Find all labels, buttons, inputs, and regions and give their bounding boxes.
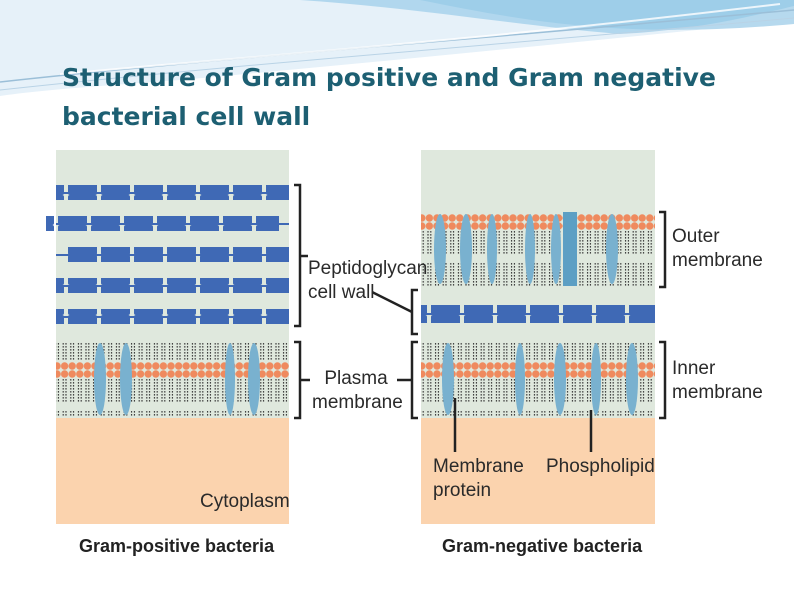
gram-negative-panel — [421, 150, 655, 524]
slide-title: Structure of Gram positive and Gram nega… — [62, 63, 716, 131]
peptidoglycan-leader-gn — [371, 290, 413, 314]
gn-outer-membrane — [421, 212, 655, 286]
label-plasma-membrane: Plasma membrane — [312, 368, 403, 413]
gn-inner-membrane — [421, 342, 655, 416]
label-brackets — [294, 183, 667, 452]
label-phospholipid: Phospholipid — [546, 456, 655, 477]
label-membrane-protein: Membrane protein — [433, 456, 524, 501]
gp-plasma-membrane — [56, 340, 289, 418]
label-cytoplasm: Cytoplasm — [200, 491, 290, 512]
caption-gram-positive: Gram-positive bacteria — [79, 536, 275, 556]
gp-background — [56, 150, 289, 340]
gp-membrane-protein — [225, 343, 235, 415]
gn-cytoplasm — [421, 418, 655, 524]
caption-gram-negative: Gram-negative bacteria — [442, 536, 643, 556]
gp-membrane-protein — [248, 343, 260, 415]
gn-peptidoglycan-layer — [421, 305, 655, 323]
label-peptidoglycan: Peptidoglycan cell wall — [308, 258, 428, 303]
gp-peptidoglycan-layers — [46, 185, 289, 324]
inner-membrane-bracket — [659, 340, 667, 420]
outer-membrane-bracket — [659, 210, 667, 289]
gp-membrane-protein — [120, 343, 132, 415]
gn-plasma-bracket — [410, 340, 418, 420]
label-inner-membrane: Inner membrane — [672, 358, 763, 403]
peptidoglycan-bracket — [294, 183, 302, 328]
label-outer-membrane: Outer membrane — [672, 226, 763, 271]
plasma-membrane-bracket — [294, 340, 302, 420]
gp-cytoplasm — [56, 418, 289, 524]
gram-positive-panel — [46, 150, 289, 524]
header-swoosh — [0, 0, 794, 96]
gp-membrane-protein — [94, 343, 106, 415]
